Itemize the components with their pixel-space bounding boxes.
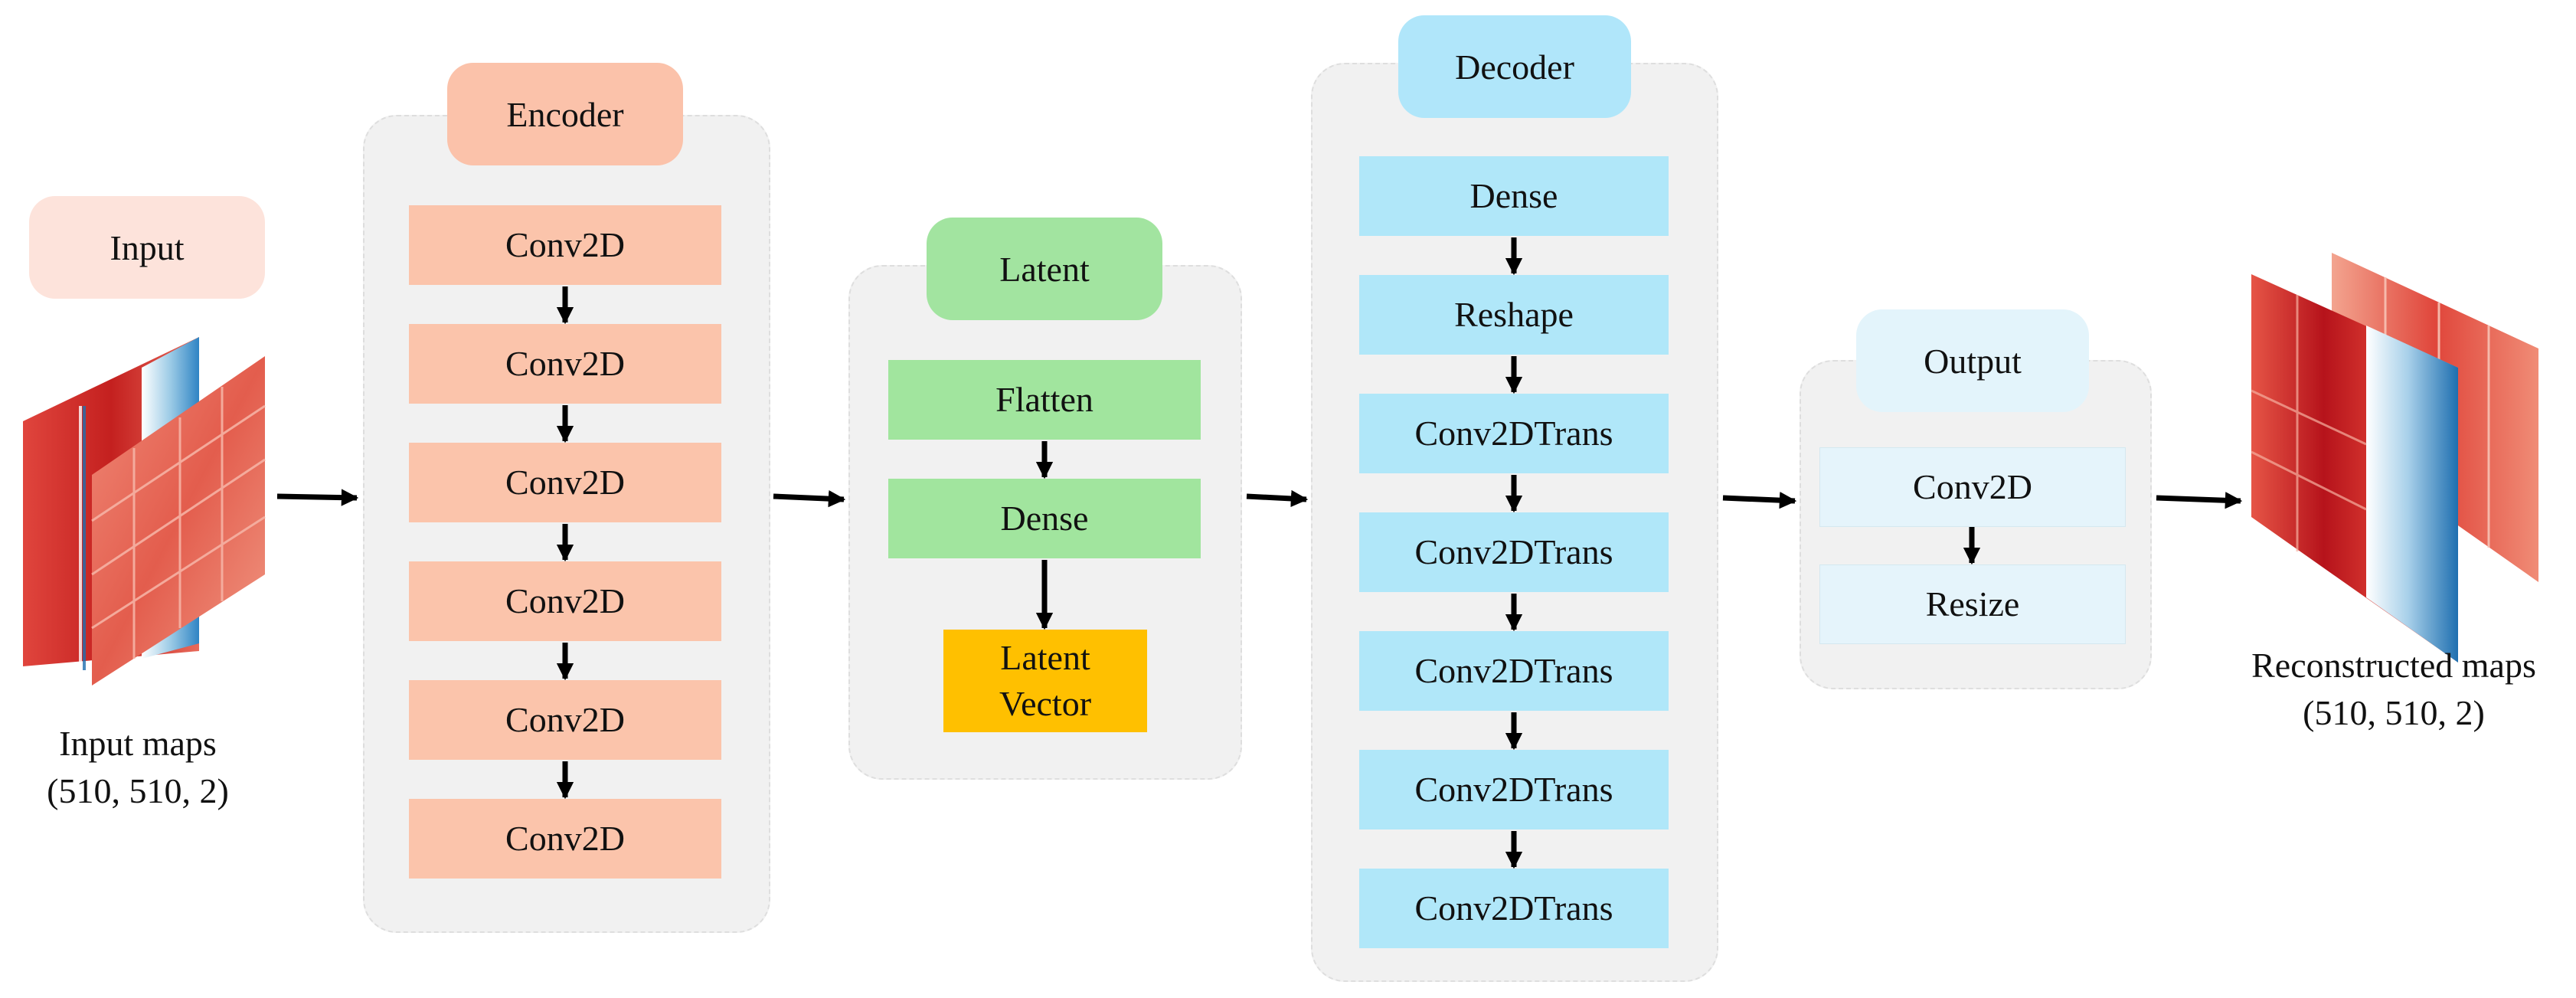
input-caption-shape: (510, 510, 2) (47, 771, 229, 811)
decoder-layer-2-label: Reshape (1454, 295, 1574, 335)
decoder-layer-1-label: Dense (1469, 176, 1558, 216)
decoder-layer-5: Conv2DTrans (1359, 631, 1669, 711)
reconstructed-maps-image (2251, 253, 2538, 663)
input-caption: Input maps (510, 510, 2) (0, 720, 276, 815)
input-caption-title: Input maps (59, 724, 217, 763)
latent-dense-layer: Dense (888, 479, 1201, 558)
output-resize-layer: Resize (1819, 564, 2126, 644)
encoder-layer-6: Conv2D (409, 799, 721, 879)
latent-flatten-layer: Flatten (888, 360, 1201, 440)
decoder-layer-3-label: Conv2DTrans (1414, 414, 1613, 453)
arrow-output-to-reconstruction (2156, 492, 2243, 509)
encoder-layer-2-label: Conv2D (505, 344, 625, 384)
encoder-layer-6-label: Conv2D (505, 819, 625, 859)
decoder-layer-6-label: Conv2DTrans (1414, 770, 1613, 810)
output-resize-label: Resize (1925, 584, 2020, 624)
output-caption-shape: (510, 510, 2) (2303, 693, 2485, 733)
latent-header-label: Latent (999, 249, 1090, 289)
output-header: Output (1856, 309, 2089, 412)
latent-dense-label: Dense (1000, 499, 1089, 538)
arrow-decoder-to-output (1722, 491, 1797, 509)
decoder-layer-2: Reshape (1359, 275, 1669, 355)
decoder-layer-4-label: Conv2DTrans (1414, 532, 1613, 572)
encoder-header: Encoder (447, 63, 683, 165)
decoder-layer-7-label: Conv2DTrans (1414, 888, 1613, 928)
output-conv2d-layer: Conv2D (1819, 447, 2126, 527)
encoder-layer-1-label: Conv2D (505, 225, 625, 265)
latent-flatten-label: Flatten (995, 380, 1093, 420)
decoder-header: Decoder (1398, 15, 1631, 118)
encoder-layer-3: Conv2D (409, 443, 721, 522)
input-maps-image (23, 337, 266, 686)
output-caption-title: Reconstructed maps (2251, 646, 2536, 685)
latent-vector: Latent Vector (943, 630, 1147, 732)
encoder-header-label: Encoder (506, 94, 624, 134)
encoder-layer-4-label: Conv2D (505, 581, 625, 621)
decoder-layer-1: Dense (1359, 156, 1669, 236)
encoder-layer-1: Conv2D (409, 205, 721, 285)
encoder-layer-5: Conv2D (409, 680, 721, 760)
decoder-layer-3: Conv2DTrans (1359, 394, 1669, 473)
decoder-layer-6: Conv2DTrans (1359, 750, 1669, 829)
latent-vector-line2: Vector (999, 684, 1092, 723)
decoder-layer-7: Conv2DTrans (1359, 869, 1669, 948)
encoder-layer-2: Conv2D (409, 324, 721, 404)
arrow-input-to-encoder (276, 489, 359, 506)
decoder-layer-5-label: Conv2DTrans (1414, 651, 1613, 691)
latent-vector-line1: Latent (1000, 638, 1090, 678)
arrow-encoder-to-latent (773, 489, 846, 508)
decoder-header-label: Decoder (1455, 47, 1574, 87)
encoder-layer-5-label: Conv2D (505, 700, 625, 740)
encoder-layer-3-label: Conv2D (505, 463, 625, 502)
output-caption: Reconstructed maps (510, 510, 2) (2221, 642, 2567, 737)
latent-header: Latent (927, 218, 1162, 320)
input-header: Input (29, 196, 265, 299)
output-header-label: Output (1924, 341, 2022, 381)
output-conv2d-label: Conv2D (1913, 467, 2032, 507)
encoder-layer-4: Conv2D (409, 561, 721, 641)
input-header-label: Input (110, 227, 185, 267)
decoder-layer-4: Conv2DTrans (1359, 512, 1669, 592)
arrow-latent-to-decoder (1246, 489, 1309, 508)
